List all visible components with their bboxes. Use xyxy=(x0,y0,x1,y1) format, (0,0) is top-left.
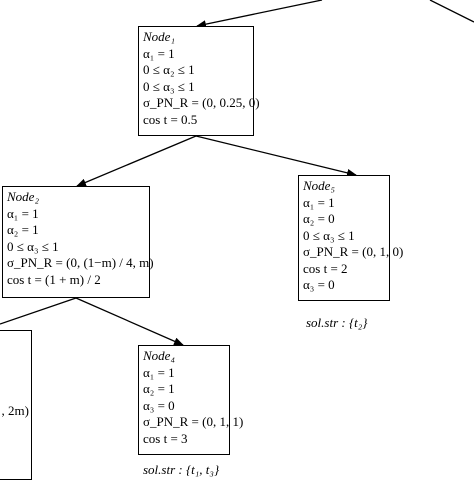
node2-line: σ_PN_R = (0, (1−m) / 4, m) xyxy=(7,255,154,270)
node3-box-partial: , 2m) xyxy=(0,330,32,480)
node1-line: 0 ≤ α₂ ≤ 1 xyxy=(143,62,195,77)
edge-node1-to-node5 xyxy=(195,135,357,177)
node4-line: cos t = 3 xyxy=(143,430,188,446)
node4-line: α₁ = 1 xyxy=(143,364,175,380)
node4-line: α₂ = 1 xyxy=(143,381,175,396)
node2-line: α₂ = 1 xyxy=(7,222,39,237)
node5-box: Node₅ α₁ = 1 α₂ = 0 0 ≤ α₃ ≤ 1 σ_PN_R = … xyxy=(298,175,404,301)
edge-node2-to-node4 xyxy=(75,297,184,346)
node5-line: α₂ = 0 xyxy=(303,211,335,226)
node2-box: Node₂ α₁ = 1 α₂ = 1 0 ≤ α₃ ≤ 1 σ_PN_R = … xyxy=(2,186,154,298)
edge-root-to-node1 xyxy=(196,0,323,29)
node1-box: Node₁ α₁ = 1 0 ≤ α₂ ≤ 1 0 ≤ α₃ ≤ 1 σ_PN_… xyxy=(138,26,260,136)
node5-title: Node₅ xyxy=(303,178,335,193)
edge-node1-to-node2 xyxy=(76,135,197,187)
node4-title: Node₄ xyxy=(143,348,175,363)
node1-line: σ_PN_R = (0, 0.25, 0) xyxy=(143,95,260,110)
node5-line: 0 ≤ α₃ ≤ 1 xyxy=(303,227,355,243)
node2-line: 0 ≤ α₃ ≤ 1 xyxy=(7,238,59,254)
node1-title: Node₁ xyxy=(143,29,175,44)
node5-line: α₃ = 0 xyxy=(303,277,335,292)
node3-visible-text: , 2m) xyxy=(1,403,29,418)
node4-solution: sol.str : {t₁, t₃} xyxy=(143,462,220,477)
node2-line: cos t = (1 + m) / 2 xyxy=(7,271,101,287)
node4-box: Node₄ α₁ = 1 α₂ = 1 α₃ = 0 σ_PN_R = (0, … xyxy=(138,345,244,455)
node1-line: cos t = 0.5 xyxy=(143,111,198,127)
node2-line: α₁ = 1 xyxy=(7,205,39,221)
node1-line: α₁ = 1 xyxy=(143,45,175,61)
node4-line: α₃ = 0 xyxy=(143,397,175,413)
node5-line: cos t = 2 xyxy=(303,260,348,276)
node1-line: 0 ≤ α₃ ≤ 1 xyxy=(143,78,195,94)
node2-title: Node₂ xyxy=(7,189,39,204)
edge-root-right xyxy=(429,0,474,23)
node5-line: α₁ = 1 xyxy=(303,194,335,210)
node5-solution: sol.str : {t₂} xyxy=(306,315,368,330)
node5-line: σ_PN_R = (0, 1, 0) xyxy=(303,244,404,259)
node4-line: σ_PN_R = (0, 1, 1) xyxy=(143,414,244,429)
edge-node2-to-node3 xyxy=(0,297,77,325)
